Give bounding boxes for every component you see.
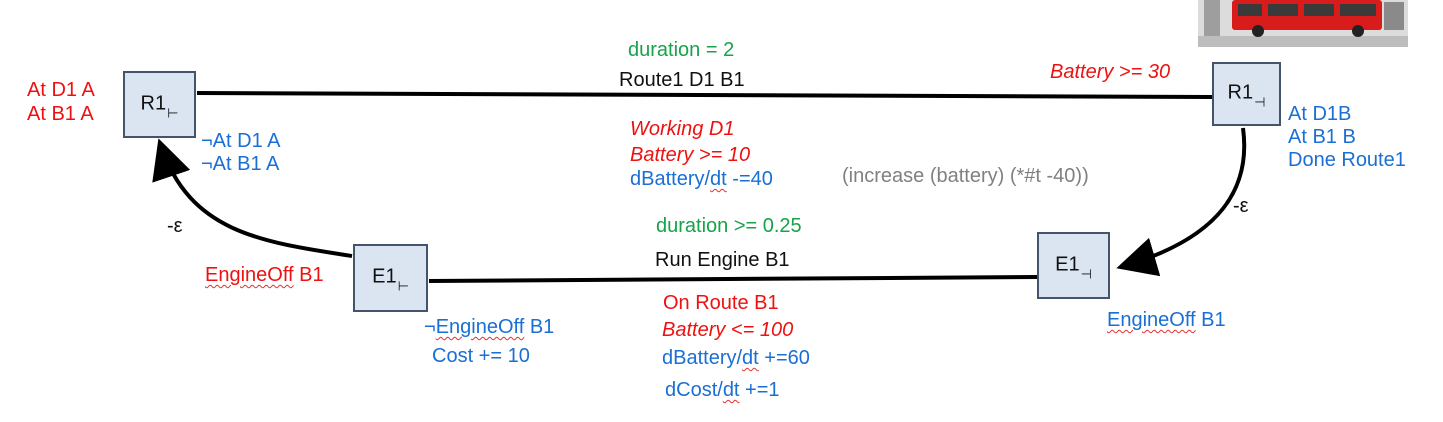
e1-end-label: E1⊣	[1055, 252, 1092, 281]
route-invariant-working: Working D1	[630, 118, 735, 140]
r1-start-eff-not-at-b1: ¬At B1 A	[201, 153, 280, 175]
r1-end-to-e1-end-arrow	[1116, 127, 1247, 277]
r1-start-pre-at-b1: At B1 A	[27, 103, 94, 125]
r1-end-pre-battery: Battery >= 30	[1050, 61, 1171, 83]
epsilon-right-label: -ε	[1233, 195, 1249, 217]
e1-start-eff-cost: Cost += 10	[432, 345, 530, 367]
r1-start-node[interactable]: R1⊢	[123, 71, 196, 138]
engine-invariant-battery: Battery <= 100	[662, 319, 794, 341]
route-duration: duration = 2	[628, 39, 735, 61]
r1-end-eff-done-route1: Done Route1	[1288, 149, 1406, 171]
r1-start-label: R1⊢	[140, 91, 179, 120]
e1-start-node[interactable]: E1⊢	[353, 244, 428, 312]
e1-end-node[interactable]: E1⊣	[1037, 232, 1110, 299]
epsilon-left-label: -ε	[167, 215, 183, 237]
r1-end-node[interactable]: R1⊣	[1212, 62, 1281, 126]
route-invariant-battery: Battery >= 10	[630, 144, 751, 166]
engine-invariant-on-route: On Route B1	[663, 292, 779, 314]
engine-action-name: Run Engine B1	[655, 249, 790, 271]
e1-start-to-r1-start-arrow	[152, 138, 353, 258]
r1-end-eff-at-d1b: At D1B	[1288, 103, 1352, 125]
r1-end-eff-at-b1b: At B1 B	[1288, 126, 1356, 148]
engine-edge	[428, 275, 1038, 283]
r1-end-label: R1⊣	[1227, 81, 1266, 110]
engine-battery-effect: dBattery/dt +=60	[662, 347, 810, 369]
bus-photo	[1198, 0, 1408, 47]
route-edge	[196, 91, 1213, 99]
route-battery-effect: dBattery/dt -=40	[630, 168, 773, 190]
engine-duration: duration >= 0.25	[656, 215, 802, 237]
e1-start-eff-not-engineoff: ¬EngineOff B1	[424, 316, 555, 338]
engine-cost-effect: dCost/dt +=1	[665, 379, 780, 401]
r1-start-eff-not-at-d1: ¬At D1 A	[201, 130, 281, 152]
e1-end-eff-engineoff: EngineOff B1	[1107, 309, 1226, 331]
route-action-name: Route1 D1 B1	[619, 69, 745, 91]
e1-start-pre-engineoff: EngineOff B1	[205, 264, 324, 286]
e1-start-label: E1⊢	[372, 265, 409, 294]
r1-start-pre-at-d1: At D1 A	[27, 79, 95, 101]
route-increase-expression: (increase (battery) (*#t -40))	[842, 165, 1089, 187]
